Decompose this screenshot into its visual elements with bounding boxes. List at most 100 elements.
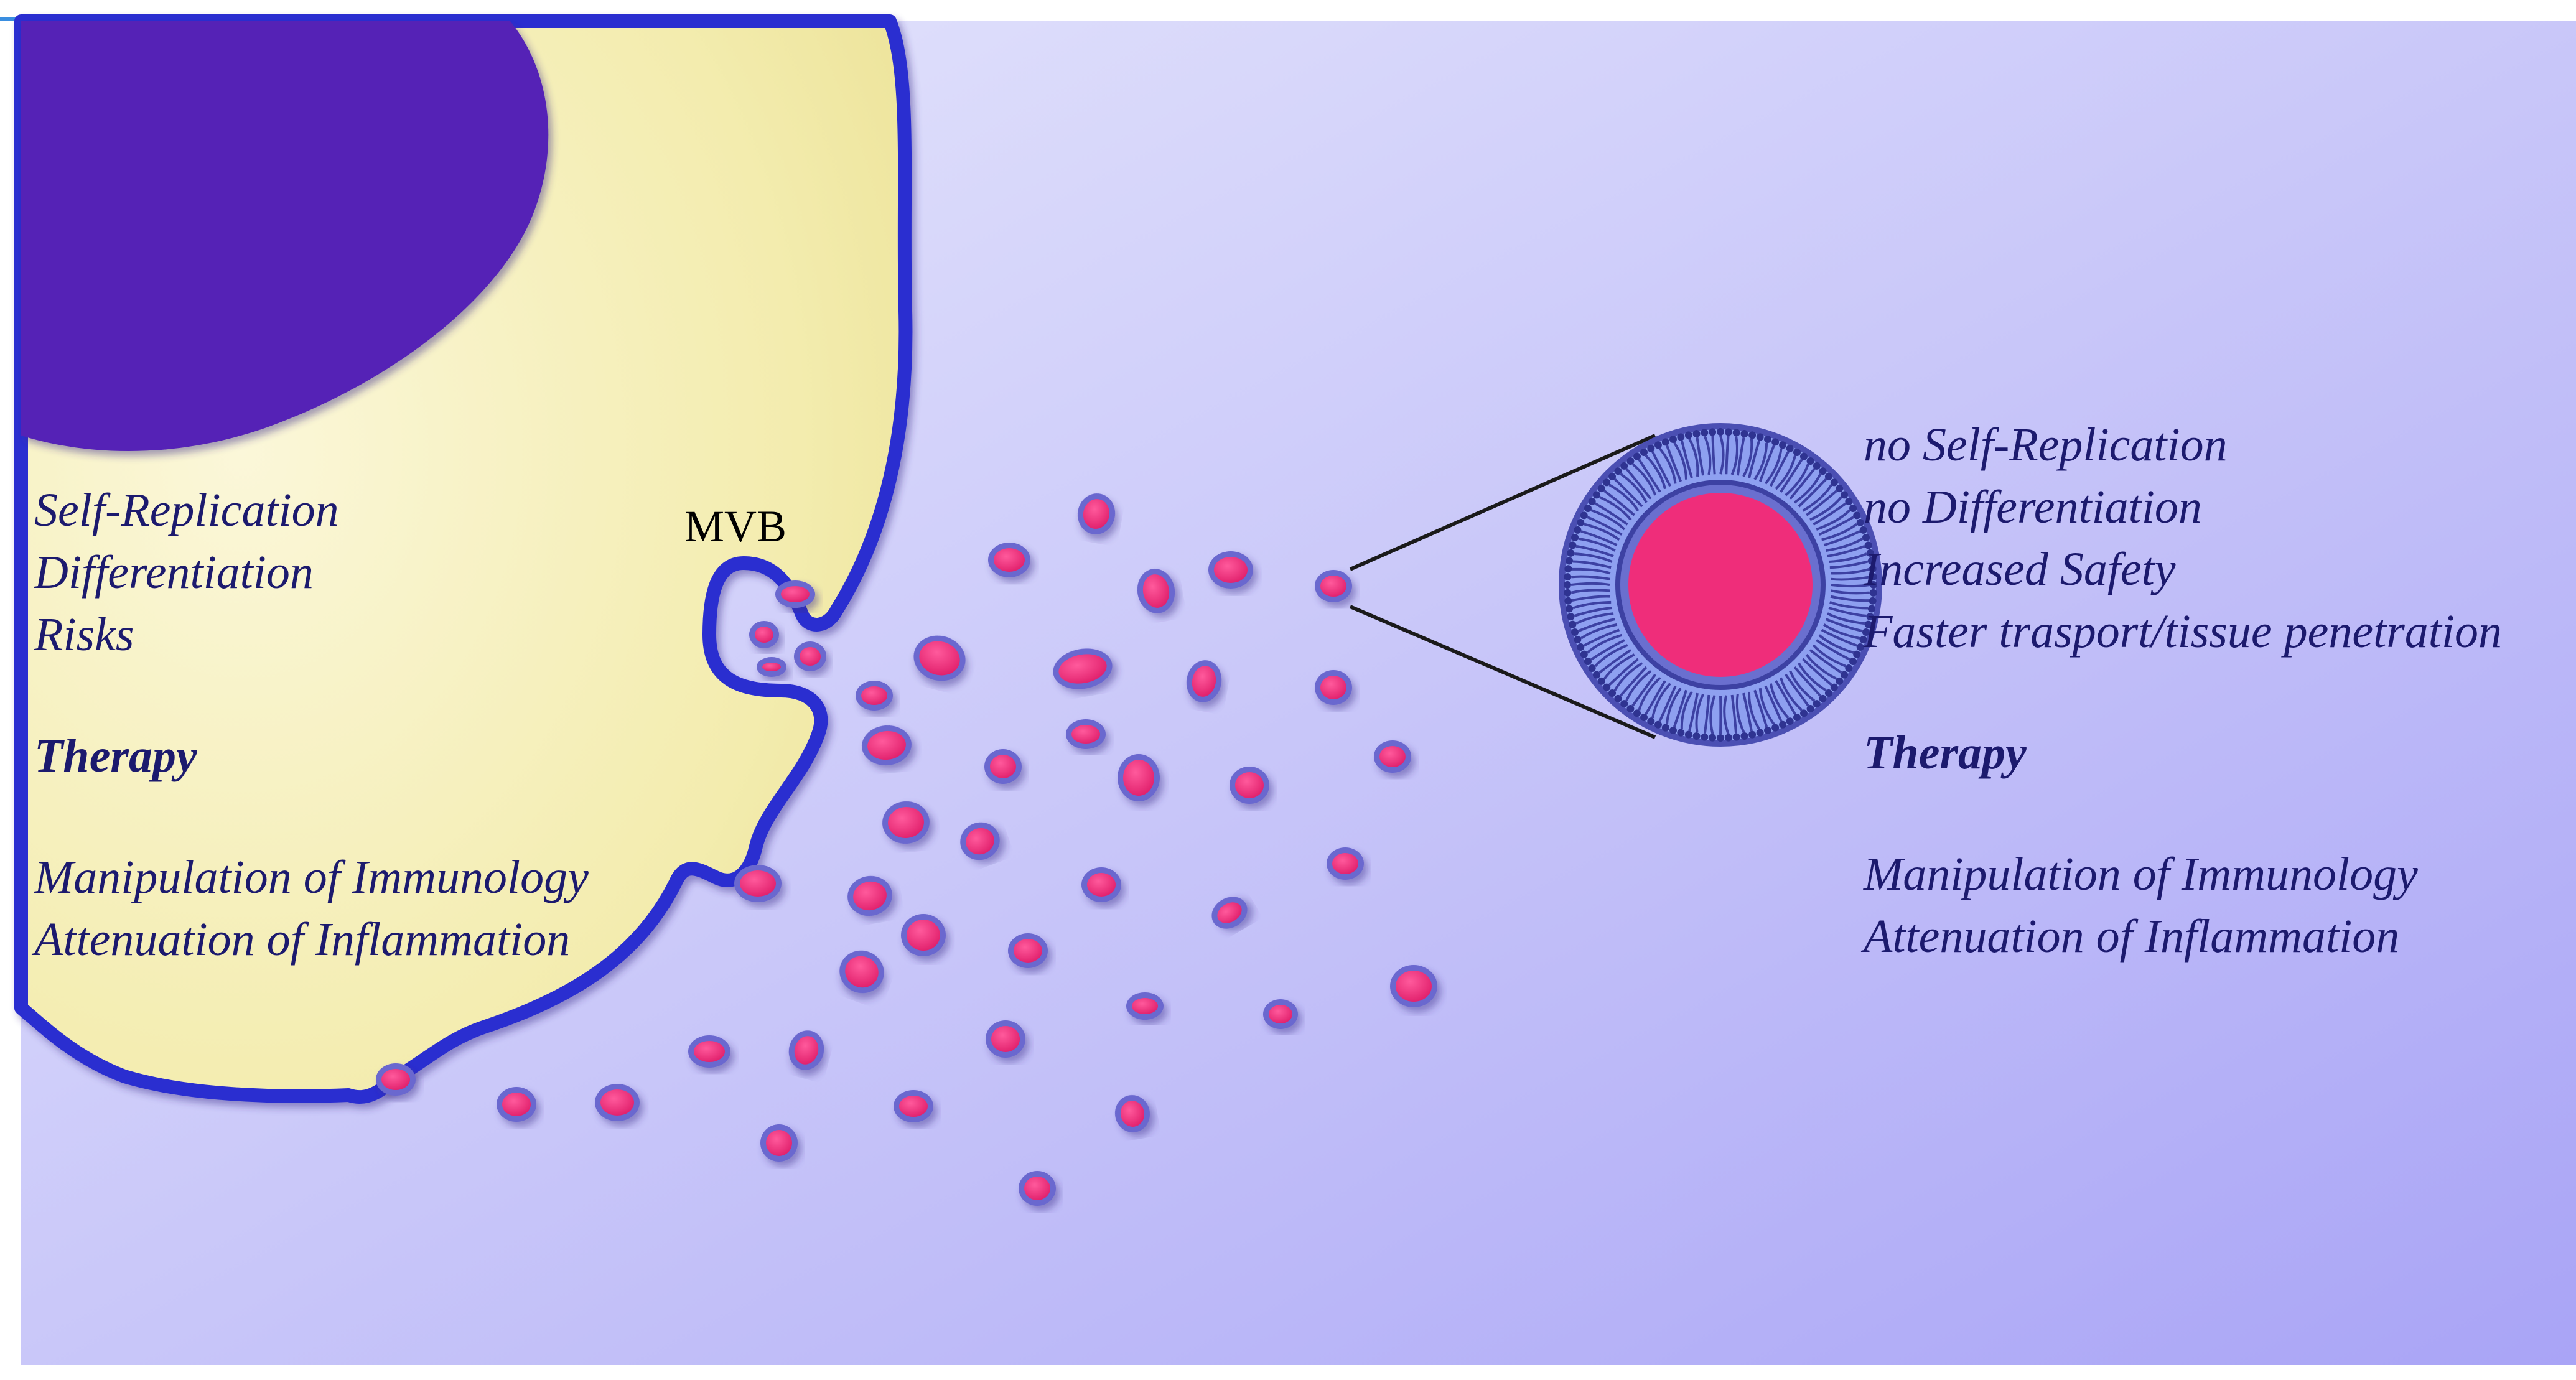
lipid-tail [1709,695,1716,735]
lipid-tail [1816,639,1850,661]
lipid-head [1647,717,1655,725]
cell-therapy-heading: Therapy [34,730,197,782]
lipid-head [1819,694,1827,702]
exosome [1114,1095,1150,1132]
lipid-head [1597,485,1605,493]
lipid-tail [1688,692,1699,732]
exosome [1263,999,1298,1029]
lipid-tail [1608,658,1640,686]
exosome [788,1030,824,1070]
lipid-head [1677,729,1685,737]
exosome-lumen [1628,493,1813,677]
lipid-head [1866,613,1874,621]
lipid-head [1856,643,1864,651]
lipid-tail [1809,649,1842,674]
lipid-head [1866,549,1874,557]
exosome [1374,740,1411,773]
lipid-tail [1695,693,1704,733]
lipid-head [1841,491,1849,499]
lipid-head [1813,700,1821,708]
budding-vesicle [775,580,815,608]
lipid-tail [1830,567,1870,575]
lipid-head [1654,720,1662,729]
lipid-head [1701,733,1709,741]
lipid-tail [1574,552,1613,563]
lipid-tail [1812,644,1847,668]
lipid-head [1654,441,1662,449]
lipid-tail [1590,639,1625,661]
lipid-tail [1631,673,1656,707]
lipid-tail [1753,689,1768,727]
lipid-tail [1780,677,1803,711]
budding-vesicle [734,865,782,902]
lipid-head [1566,605,1574,613]
lipid-head [1799,709,1808,717]
lipid-head [1580,650,1588,658]
lipid-tail [1665,688,1682,725]
lipid-head [1567,613,1575,621]
lipid-head [1756,729,1764,737]
lipid-head [1841,671,1849,679]
lipid-tail [1570,589,1610,594]
lipid-tail [1742,439,1753,477]
lipid-head [1819,467,1827,475]
lipid-tail [1825,618,1863,633]
lipid-head [1608,473,1617,481]
lipid-head [1771,438,1780,446]
lipid-head [1867,605,1875,613]
lipid-head [1567,549,1575,557]
exosome [1211,897,1248,929]
lipid-tail [1827,612,1865,625]
lipid-head [1764,436,1772,444]
lipid-tail [1775,680,1796,715]
lipid-head [1709,428,1717,436]
exosome [984,749,1022,784]
lipid-tail [1613,662,1643,691]
lipid-tail [1651,683,1671,719]
lipid-tail [1735,694,1745,733]
exosome [688,1035,730,1068]
lipid-head [1564,565,1572,573]
lipid-head [1709,734,1717,742]
budding-vesicle [749,621,779,648]
lipid-head [1864,541,1872,549]
exosome [986,1020,1025,1058]
lipid-head [1564,581,1571,589]
lipid-tail [1823,623,1860,640]
lipid-tail [1802,484,1833,512]
lipid-tail [1575,544,1614,557]
lipid-tail [1730,436,1738,475]
lipid-tail [1583,628,1620,647]
zoom-line-top [1349,434,1656,571]
lipid-tail [1703,694,1710,734]
budding-vesicle [757,657,786,677]
lipid-tail [1587,516,1623,536]
magnified-exosome [1559,423,1882,747]
exosome [882,801,930,844]
lipid-head [1588,498,1596,506]
lipid-tail [1594,644,1628,668]
lipid-tail [1775,455,1796,490]
lipid-head [1640,714,1648,722]
lipid-tail [1594,502,1628,526]
lipid-head [1592,671,1600,679]
lipid-head [1564,589,1572,597]
lipid-tail [1619,666,1648,697]
lipid-tail [1828,607,1867,617]
lipid-tail [1806,490,1837,516]
lipid-head [1574,636,1582,644]
lipid-tail [1666,445,1682,482]
lipid-tail [1736,437,1745,476]
lipid-tail [1829,560,1869,569]
vesicle-therapy-item-2: Attenuation of Inflammation [1860,910,2399,963]
lipid-tail [1673,689,1687,727]
lipid-head [1732,733,1740,741]
lipid-tail [1770,451,1790,487]
lipid-head [1584,658,1592,665]
lipid-head [1571,628,1579,636]
lipid-head [1588,664,1596,672]
lipid-tail [1813,502,1847,526]
lipid-head [1577,643,1585,651]
lipid-head [1592,491,1600,499]
